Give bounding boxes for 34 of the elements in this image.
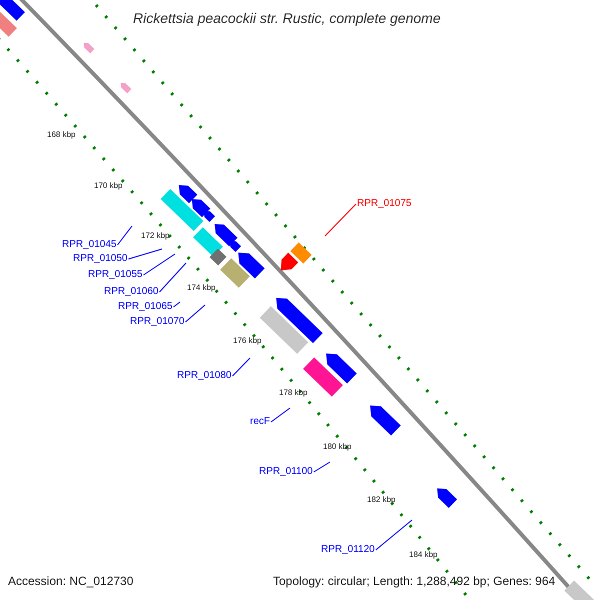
tick-label: 180 kbp — [323, 443, 352, 451]
gene-label: RPR_01100 — [259, 467, 313, 477]
gene-label: RPR_01075 — [357, 199, 412, 209]
title: Rickettsia peacockii str. Rustic, complete genome — [133, 11, 441, 25]
leader-line — [184, 304, 206, 322]
tick-label: 168 kbp — [47, 131, 76, 139]
tick-label: 176 kbp — [233, 337, 262, 345]
leader-line — [324, 204, 356, 236]
gene-label: RPR_01070 — [130, 317, 184, 327]
gene-label: RPR_01055 — [88, 270, 142, 280]
gene-label: RPR_01065 — [118, 302, 172, 312]
gene-label: RPR_01060 — [104, 287, 158, 297]
tick-label: 184 kbp — [409, 551, 438, 559]
leader-line — [313, 462, 330, 472]
gene-label: recF — [250, 417, 270, 427]
leader-line — [270, 408, 290, 422]
genome-info-text: Topology: circular; Length: 1,288,492 bp; Genes: 964 — [273, 575, 556, 587]
leader-line — [116, 226, 132, 246]
accession-text: Accession: NC_012730 — [8, 575, 134, 587]
gene-label: RPR_01050 — [73, 254, 128, 264]
leader-line — [142, 254, 176, 276]
gene-label: RPR_01045 — [62, 240, 116, 250]
leader-line — [232, 358, 250, 376]
leader-line — [158, 262, 186, 292]
tick-label: 172 kbp — [141, 232, 170, 240]
tick-label: 178 kbp — [279, 389, 308, 397]
tick-label: 174 kbp — [187, 284, 216, 292]
leader-line — [375, 520, 412, 550]
gene-label: RPR_01120 — [321, 545, 375, 555]
gene-label: RPR_01080 — [177, 371, 232, 381]
leader-line — [172, 302, 180, 308]
tick-label: 182 kbp — [367, 496, 396, 504]
tick-label: 170 kbp — [94, 182, 122, 190]
leader-line — [128, 248, 162, 260]
